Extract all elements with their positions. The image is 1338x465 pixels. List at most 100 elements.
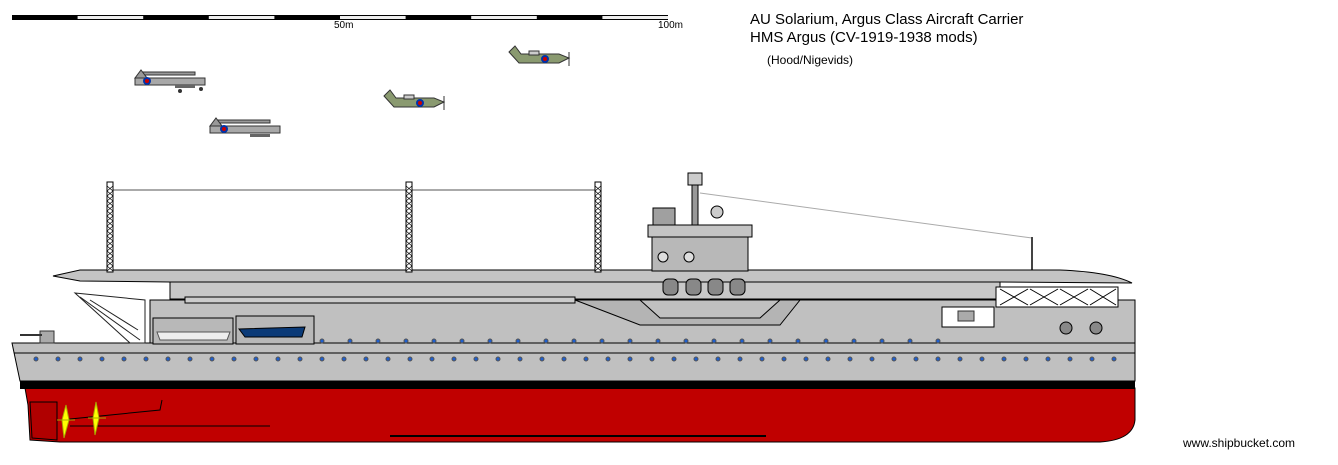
lattice-bracing bbox=[106, 210, 114, 217]
lattice-mast bbox=[405, 181, 413, 273]
porthole bbox=[473, 356, 479, 362]
crane-platform bbox=[995, 286, 1119, 308]
lattice-bracing bbox=[594, 200, 602, 207]
scale-bar-segment bbox=[77, 16, 144, 19]
motor-boat-white bbox=[156, 331, 231, 341]
lattice-bracing bbox=[405, 235, 413, 242]
lattice-bracing bbox=[405, 240, 413, 247]
lattice-bracing bbox=[106, 205, 114, 212]
porthole bbox=[649, 356, 655, 362]
lattice-bracing bbox=[594, 195, 602, 202]
porthole bbox=[543, 338, 549, 344]
porthole bbox=[319, 338, 325, 344]
lattice-bracing bbox=[405, 185, 413, 192]
porthole bbox=[583, 356, 589, 362]
biplane-aircraft bbox=[134, 69, 206, 93]
lower-hull-red bbox=[24, 387, 1136, 443]
scale-bar-segment bbox=[602, 16, 668, 19]
porthole bbox=[55, 356, 61, 362]
porthole bbox=[487, 338, 493, 344]
lattice-bracing bbox=[594, 250, 602, 257]
lattice-bracing bbox=[106, 265, 114, 272]
porthole bbox=[429, 356, 435, 362]
stern-overhang-truss bbox=[73, 292, 146, 344]
porthole bbox=[517, 356, 523, 362]
lattice-bracing bbox=[594, 215, 602, 222]
lattice-bracing bbox=[106, 260, 114, 267]
porthole bbox=[683, 338, 689, 344]
lattice-bracing bbox=[594, 205, 602, 212]
main-hull bbox=[11, 342, 1136, 382]
monoplane-fighter bbox=[383, 89, 446, 110]
boot-topping bbox=[20, 381, 1135, 389]
porthole bbox=[385, 356, 391, 362]
watermark-text: www.shipbucket.com bbox=[1183, 436, 1296, 450]
porthole bbox=[341, 356, 347, 362]
porthole bbox=[913, 356, 919, 362]
rudder bbox=[29, 401, 58, 441]
porthole bbox=[1089, 356, 1095, 362]
lattice-masts bbox=[106, 181, 602, 273]
lattice-bracing bbox=[106, 235, 114, 242]
lattice-mast bbox=[106, 181, 114, 273]
lattice-bracing bbox=[594, 245, 602, 252]
porthole bbox=[979, 356, 985, 362]
scale-label-50m: 50m bbox=[334, 20, 354, 31]
porthole bbox=[143, 356, 149, 362]
porthole bbox=[795, 338, 801, 344]
drawing-title: AU Solarium, Argus Class Aircraft Carrie… bbox=[750, 11, 1024, 28]
crane-bracing bbox=[999, 288, 1117, 306]
porthole bbox=[847, 356, 853, 362]
propeller-icon bbox=[88, 401, 106, 436]
lattice-bracing bbox=[594, 210, 602, 217]
lattice-bracing bbox=[405, 215, 413, 222]
lattice-bracing bbox=[405, 200, 413, 207]
director bbox=[710, 205, 724, 219]
scale-bar-segment bbox=[340, 16, 406, 19]
porthole bbox=[823, 338, 829, 344]
porthole bbox=[1067, 356, 1073, 362]
porthole bbox=[275, 356, 281, 362]
searchlight bbox=[683, 251, 695, 263]
lattice-bracing bbox=[106, 225, 114, 232]
anchor-hawse-icon bbox=[1089, 321, 1103, 335]
deck-gun bbox=[957, 310, 975, 322]
ship-name-subtitle: HMS Argus (CV-1919-1938 mods) bbox=[750, 29, 978, 46]
porthole bbox=[767, 338, 773, 344]
porthole bbox=[869, 356, 875, 362]
lattice-bracing bbox=[594, 220, 602, 227]
lattice-bracing bbox=[405, 190, 413, 197]
lattice-bracing bbox=[106, 245, 114, 252]
bridge-deck bbox=[647, 224, 753, 238]
propeller-icon bbox=[57, 404, 75, 439]
lattice-bracing bbox=[594, 225, 602, 232]
lattice-bracing bbox=[106, 190, 114, 197]
scale-label-100m: 100m bbox=[658, 20, 684, 31]
porthole bbox=[253, 356, 259, 362]
porthole bbox=[627, 356, 633, 362]
porthole bbox=[907, 338, 913, 344]
porthole bbox=[605, 356, 611, 362]
porthole bbox=[781, 356, 787, 362]
porthole bbox=[935, 356, 941, 362]
lattice-bracing bbox=[405, 245, 413, 252]
lattice-bracing bbox=[106, 230, 114, 237]
porthole bbox=[539, 356, 545, 362]
lattice-bracing bbox=[405, 230, 413, 237]
porthole bbox=[375, 338, 381, 344]
porthole bbox=[671, 356, 677, 362]
portholes bbox=[33, 338, 1117, 362]
porthole bbox=[1001, 356, 1007, 362]
porthole bbox=[627, 338, 633, 344]
lattice-bracing bbox=[106, 185, 114, 192]
lattice-bracing bbox=[106, 195, 114, 202]
porthole bbox=[1111, 356, 1117, 362]
stay-wire bbox=[699, 192, 1033, 239]
monoplane-fighter bbox=[508, 45, 571, 66]
porthole bbox=[561, 356, 567, 362]
porthole bbox=[803, 356, 809, 362]
mast-top bbox=[687, 172, 703, 186]
lattice-bracing bbox=[405, 260, 413, 267]
porthole bbox=[165, 356, 171, 362]
lattice-bracing bbox=[106, 250, 114, 257]
